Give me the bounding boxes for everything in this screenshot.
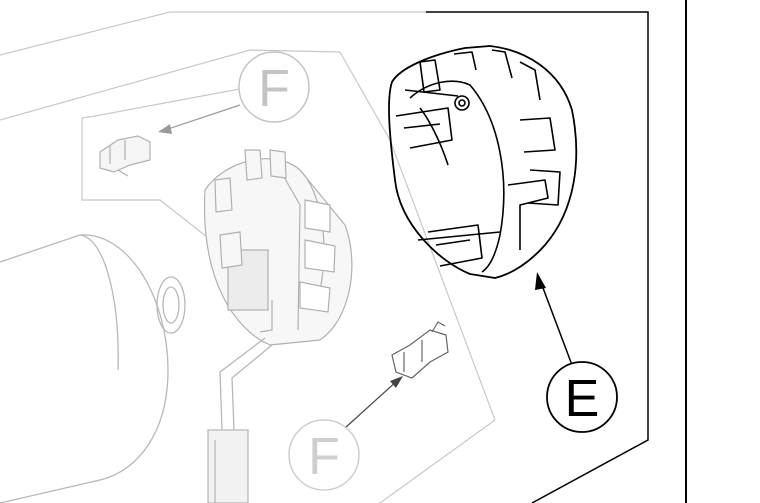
faded-assembly-panel — [0, 11, 496, 503]
callout-label-f-bottom: F — [308, 428, 340, 486]
connector-part-top — [99, 135, 151, 177]
callout-e: E — [546, 361, 618, 433]
frame-lines — [426, 0, 687, 503]
callout-label-e: E — [565, 370, 600, 428]
motor-housing — [0, 234, 186, 503]
callout-f-top: F — [238, 51, 310, 123]
connector-part-bottom — [391, 321, 449, 379]
stator-assembly — [203, 149, 353, 346]
callout-f-bottom: F — [288, 419, 360, 491]
callout-label-f-top: F — [258, 60, 290, 118]
sensor-probe — [207, 337, 273, 503]
e-leader-arrow — [535, 272, 573, 366]
f-leader-arrows — [158, 104, 403, 429]
ring-part-e — [388, 45, 578, 279]
